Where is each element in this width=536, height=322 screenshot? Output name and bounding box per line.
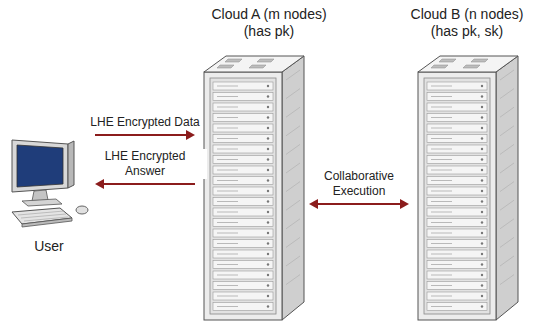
arrow-connector — [95, 179, 195, 189]
cloud-server-rack: Cloud A (m nodes) (has pk) — [194, 6, 344, 322]
server-rack-icon — [412, 48, 520, 322]
arrow-connector — [309, 199, 409, 209]
computer-icon — [6, 138, 92, 234]
arrow-label: LHE Encrypted Answer — [83, 149, 207, 179]
cloud-server-rack: Cloud B (n nodes) (has pk, sk) — [402, 6, 532, 322]
arrow-label: LHE Encrypted Data — [88, 115, 202, 130]
arrow-connector — [95, 130, 195, 140]
arrowhead — [95, 179, 104, 189]
cloud-heading: Cloud B (n nodes) (has pk, sk) — [408, 6, 526, 40]
user-computer: User — [4, 138, 94, 258]
arrowhead — [309, 199, 318, 209]
user-label: User — [4, 238, 94, 255]
arrowhead — [400, 199, 409, 209]
cloud-heading: Cloud A (m nodes) (has pk) — [210, 6, 328, 40]
arrowhead — [186, 130, 195, 140]
server-rack-icon — [198, 48, 306, 322]
arrow-label: Collaborative Execution — [315, 169, 403, 199]
